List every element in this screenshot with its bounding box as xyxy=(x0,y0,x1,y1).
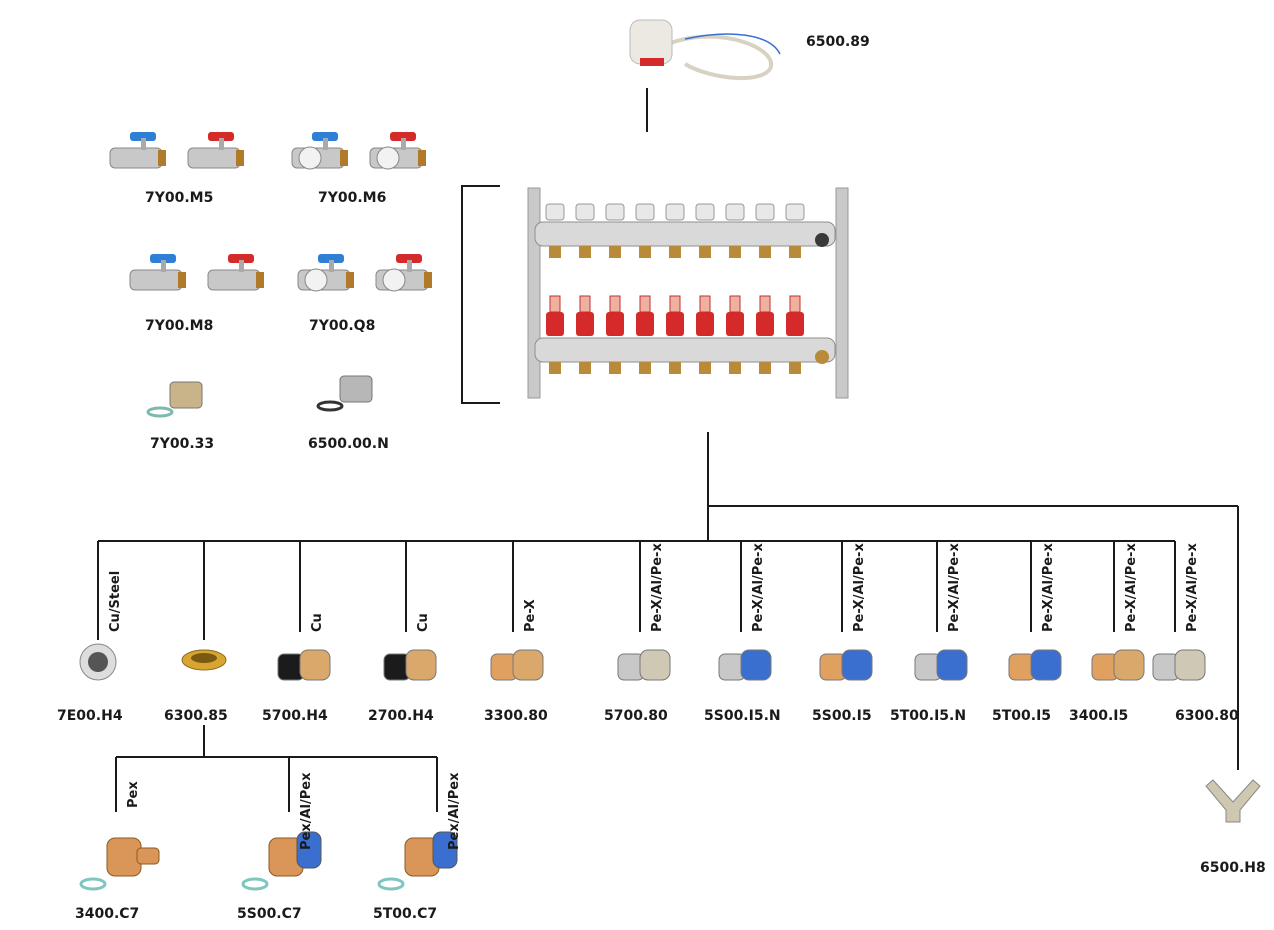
y-connector-code: 6500.H8 xyxy=(1200,860,1266,876)
fitting-icon-6 xyxy=(718,649,772,681)
sub-fitting-code-1: 5S00.C7 xyxy=(237,906,302,922)
fitting-icon-5 xyxy=(617,649,671,681)
sub-pipe-type-label-2: Pex/Al/Pex xyxy=(447,772,462,850)
y-connector-image xyxy=(1205,779,1261,823)
fitting-icon-2 xyxy=(277,649,331,681)
fitting-code-5: 5700.80 xyxy=(604,708,668,724)
fitting-code-8: 5T00.I5.N xyxy=(890,708,967,724)
sub-fitting-code-0: 3400.C7 xyxy=(75,906,140,922)
fitting-code-6: 5S00.I5.N xyxy=(704,708,781,724)
fitting-icon-4 xyxy=(490,649,544,681)
adapter-with-seal-icon-4 xyxy=(146,381,203,418)
fitting-icon-11 xyxy=(1152,649,1206,681)
fitting-code-11: 6300.80 xyxy=(1175,708,1239,724)
pipe-type-label-11: Pe-X/Al/Pe-x xyxy=(1185,543,1200,632)
pipe-type-label-9: Pe-X/Al/Pe-x xyxy=(1041,543,1056,632)
sub-fitting-code-2: 5T00.C7 xyxy=(373,906,438,922)
fitting-icon-10 xyxy=(1091,649,1145,681)
fitting-icon-8 xyxy=(914,649,968,681)
pipe-type-label-10: Pe-X/Al/Pe-x xyxy=(1124,543,1139,632)
accessory-code-7y00-q8: 7Y00.Q8 xyxy=(309,318,376,334)
sub-fitting-icon-2 xyxy=(377,831,458,891)
fitting-icon-1 xyxy=(181,649,227,671)
fitting-code-4: 3300.80 xyxy=(484,708,548,724)
accessory-code-7y00-m5: 7Y00.M5 xyxy=(145,190,214,206)
nipple-with-seal-icon-5 xyxy=(316,375,373,412)
pipe-type-label-0: Cu/Steel xyxy=(108,570,123,632)
accessory-bracket xyxy=(461,185,500,404)
fitting-code-0: 7E00.H4 xyxy=(57,708,123,724)
fitting-code-1: 6300.85 xyxy=(164,708,228,724)
fitting-code-9: 5T00.I5 xyxy=(992,708,1052,724)
fitting-code-10: 3400.I5 xyxy=(1069,708,1129,724)
fitting-icon-9 xyxy=(1008,649,1062,681)
angle-ball-valve-pair-icon-2 xyxy=(129,254,264,291)
sub-fitting-icon-0 xyxy=(79,837,160,891)
accessory-code-7y00-m6: 7Y00.M6 xyxy=(318,190,387,206)
fitting-code-3: 2700.H4 xyxy=(368,708,434,724)
accessory-code-7y00-33: 7Y00.33 xyxy=(150,436,215,452)
sub-fitting-icon-1 xyxy=(241,831,322,891)
pipe-type-label-2: Cu xyxy=(310,613,325,632)
ball-valve-gauge-pair-icon-1 xyxy=(291,132,426,170)
angle-ball-valve-gauge-pair-icon-3 xyxy=(297,254,432,292)
ball-valve-pair-icon-0 xyxy=(109,132,244,169)
fitting-icon-3 xyxy=(383,649,437,681)
sub-pipe-type-label-1: Pex/Al/Pex xyxy=(299,772,314,850)
fitting-code-7: 5S00.I5 xyxy=(812,708,872,724)
fitting-code-2: 5700.H4 xyxy=(262,708,328,724)
thermal-actuator xyxy=(629,19,781,81)
accessory-code-7y00-m8: 7Y00.M8 xyxy=(145,318,214,334)
pipe-type-label-5: Pe-X/Al/Pe-x xyxy=(650,543,665,632)
actuator-code: 6500.89 xyxy=(806,34,870,50)
pipe-type-label-6: Pe-X/Al/Pe-x xyxy=(751,543,766,632)
fitting-icon-7 xyxy=(819,649,873,681)
pipe-type-label-8: Pe-X/Al/Pe-x xyxy=(947,543,962,632)
manifold-image xyxy=(527,187,849,399)
pipe-type-label-3: Cu xyxy=(416,613,431,632)
sub-pipe-type-label-0: Pex xyxy=(126,781,141,808)
pipe-type-label-7: Pe-X/Al/Pe-x xyxy=(852,543,867,632)
accessory-code-6500-00-n: 6500.00.N xyxy=(308,436,389,452)
fitting-icon-0 xyxy=(79,643,117,681)
pipe-type-label-4: Pe-X xyxy=(523,599,538,632)
